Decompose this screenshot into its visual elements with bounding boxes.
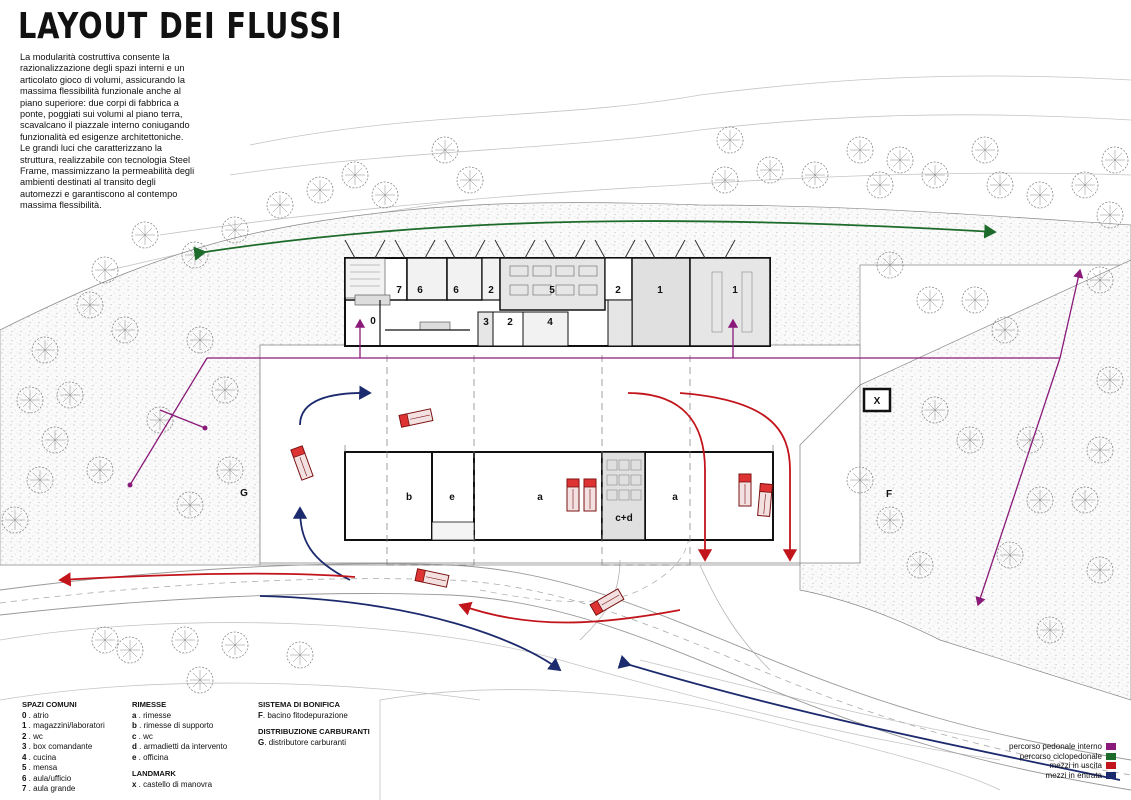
flow-swatch: [1106, 752, 1116, 760]
legend-row: x . castello di manovra: [132, 779, 213, 789]
intro-text: La modularità costruttiva consente la ra…: [20, 52, 200, 212]
legend-row: 6 . aula/ufficio: [22, 773, 72, 783]
area-label: G: [240, 488, 248, 499]
legend-bonifica: SISTEMA DI BONIFICA F. bacino fitodepura…: [258, 700, 370, 748]
room-label: e: [449, 492, 455, 503]
room-label: 2: [615, 285, 621, 296]
legend-heading: LANDMARK: [132, 769, 176, 778]
room-label: 0: [370, 316, 376, 327]
flow-arrows: [58, 220, 1121, 781]
flow-swatch: [1106, 743, 1116, 751]
room-label: 2: [507, 317, 513, 328]
flow-legend-row: mezzi in uscita: [1009, 761, 1116, 771]
landmark-label: X: [874, 396, 881, 407]
plan-labels: 7 6 6 2 5 2 1 1 0 3 2 4 b e a c+d a G F …: [240, 285, 892, 524]
room-label: b: [406, 492, 412, 503]
legend-row: 2 . wc: [22, 731, 43, 741]
legend-row: e . officina: [132, 752, 169, 762]
legend-heading: SPAZI COMUNI: [22, 700, 77, 709]
room-label: 3: [483, 317, 489, 328]
intro-paragraph-1: La modularità costruttiva consente la ra…: [20, 52, 190, 142]
legend-row: 3 . box comandante: [22, 742, 93, 751]
north-building: [344, 239, 771, 347]
legend-rimesse: RIMESSE a . rimesse b . rimesse di suppo…: [132, 700, 227, 790]
legend-row: 4 . cucina: [22, 752, 57, 762]
road: [0, 563, 1131, 791]
legend-row: F. bacino fitodepurazione: [258, 710, 348, 720]
flow-legend-row: percorso pedonale interno: [1009, 742, 1116, 752]
legend-row: b . rimesse di supporto: [132, 721, 214, 730]
room-label: a: [672, 492, 678, 503]
flow-swatch: [1106, 772, 1116, 780]
legend-row: 1 . magazzini/laboratori: [22, 721, 105, 730]
room-label: 1: [732, 285, 738, 296]
room-label: 2: [488, 285, 494, 296]
legend-spazi-comuni: SPAZI COMUNI 0 . atrio 1 . magazzini/lab…: [22, 700, 105, 795]
room-label: 6: [417, 285, 423, 296]
legend-row: a . rimesse: [132, 710, 172, 720]
north-green-strip: [0, 202, 1131, 566]
room-label: 6: [453, 285, 459, 296]
room-label: 5: [549, 285, 555, 296]
room-label: 4: [547, 317, 553, 328]
legend-heading: DISTRIBUZIONE CARBURANTI: [258, 727, 370, 736]
legend-row: 7 . aula grande: [22, 784, 76, 793]
room-label: 1: [657, 285, 663, 296]
intro-paragraph-2: Le grandi luci che caratterizzano la str…: [20, 143, 195, 211]
flow-swatch: [1106, 762, 1116, 770]
page-title: LAYOUT DEI FLUSSI: [18, 6, 343, 47]
room-label: 7: [396, 285, 402, 296]
garage-block: [344, 355, 774, 566]
legend-row: 0 . atrio: [22, 710, 49, 720]
legend-row: d . armadietti da intervento: [132, 742, 228, 751]
room-label: c+d: [615, 513, 633, 524]
legend-heading: SISTEMA DI BONIFICA: [258, 700, 340, 709]
flow-legend: percorso pedonale interno percorso ciclo…: [1009, 742, 1116, 780]
flow-legend-row: mezzi in entrata: [1009, 771, 1116, 781]
legend-row: c . wc: [132, 731, 153, 741]
legend-row: 5 . mensa: [22, 763, 58, 772]
landmark-box: [862, 387, 892, 413]
legend-row: G. distributore carburanti: [258, 737, 347, 747]
flow-legend-row: percorso ciclopedonale: [1009, 752, 1116, 762]
area-label: F: [886, 489, 892, 500]
room-label: a: [537, 492, 543, 503]
east-green-area: [799, 259, 1131, 701]
legend-heading: RIMESSE: [132, 700, 167, 709]
